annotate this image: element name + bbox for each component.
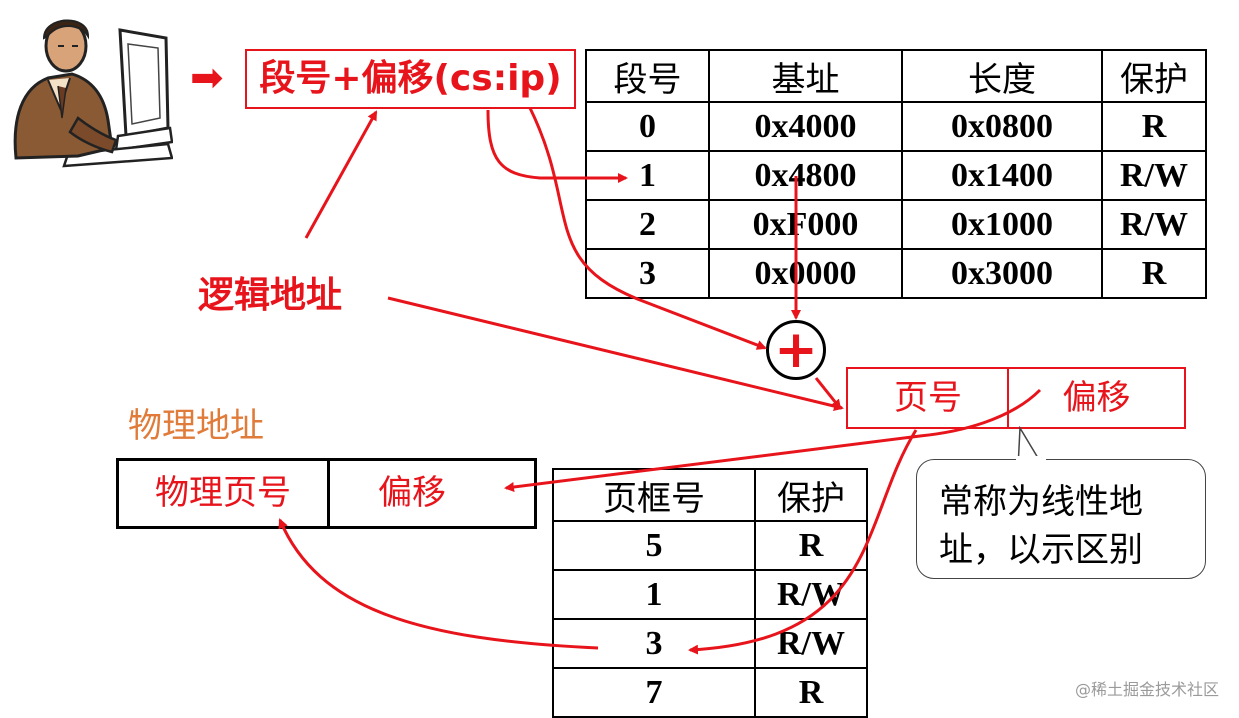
logical-expression-box: 段号+偏移(cs:ip) — [245, 49, 576, 109]
segment-cell: 0x1400 — [901, 150, 1103, 201]
page-cell: 3 — [552, 618, 756, 669]
segment-cell: 0x0800 — [901, 101, 1103, 152]
segment-table-header: 长度 — [901, 49, 1103, 103]
page-cell: 5 — [552, 520, 756, 571]
arrow-frame-to-physical — [278, 518, 599, 650]
bubble-line-2: 址，以示区别 — [939, 530, 1143, 570]
segment-table-header: 保护 — [1101, 49, 1207, 103]
page-cell: 7 — [552, 667, 756, 718]
bubble-line-1: 常称为线性地 — [939, 482, 1143, 522]
logical-expression-text: 段号+偏移(cs:ip) — [259, 58, 562, 99]
physical-address-box: 物理页号 偏移 — [116, 458, 537, 529]
linear-page-number: 页号 — [894, 378, 962, 418]
physical-address-label: 物理地址 — [128, 406, 264, 446]
segment-cell: 0x4800 — [708, 150, 903, 201]
segment-table: 段号 基址 长度 保护 0 0x4000 0x0800 R 1 0x4800 0… — [585, 49, 1207, 299]
segment-cell: 1 — [585, 150, 710, 201]
segment-cell: 3 — [585, 248, 710, 299]
watermark: @稀土掘金技术社区 — [1074, 680, 1219, 699]
segment-cell: R — [1101, 248, 1207, 299]
physical-offset: 偏移 — [378, 473, 446, 513]
person-at-computer-icon — [13, 19, 173, 168]
segment-cell: R/W — [1101, 150, 1207, 201]
page-cell: R/W — [754, 618, 868, 669]
page-table: 页框号 保护 5 R 1 R/W 3 R/W 7 R — [552, 468, 868, 718]
segment-table-header: 基址 — [708, 49, 903, 103]
arrow-label-to-logical — [304, 110, 378, 239]
page-cell: R — [754, 520, 868, 571]
linear-address-note: 常称为线性地 址，以示区别 — [916, 459, 1206, 579]
page-cell: R/W — [754, 569, 868, 620]
physical-divider — [327, 461, 330, 526]
segment-cell: 0x4000 — [708, 101, 903, 152]
arrow-plus-to-linear — [814, 377, 842, 410]
plus-icon: + — [774, 320, 818, 380]
linear-address-box: 页号 偏移 — [846, 367, 1186, 429]
logical-address-label: 逻辑地址 — [198, 275, 343, 316]
plus-circle: + — [766, 320, 826, 380]
page-table-header: 保护 — [754, 468, 868, 522]
segment-cell: 0x0000 — [708, 248, 903, 299]
page-table-header: 页框号 — [552, 468, 756, 522]
bubble-tail-cover — [1016, 456, 1046, 462]
segment-cell: 0x1000 — [901, 199, 1103, 250]
segment-cell: R — [1101, 101, 1207, 152]
segment-cell: R/W — [1101, 199, 1207, 250]
segment-cell: 0x3000 — [901, 248, 1103, 299]
segment-table-header: 段号 — [585, 49, 710, 103]
page-cell: 1 — [552, 569, 756, 620]
segment-cell: 0 — [585, 101, 710, 152]
segment-cell: 2 — [585, 199, 710, 250]
right-arrow-icon: ➡ — [190, 55, 224, 101]
segment-cell: 0xF000 — [708, 199, 903, 250]
page-cell: R — [754, 667, 868, 718]
physical-page-number: 物理页号 — [155, 473, 291, 513]
linear-offset: 偏移 — [1062, 378, 1131, 418]
